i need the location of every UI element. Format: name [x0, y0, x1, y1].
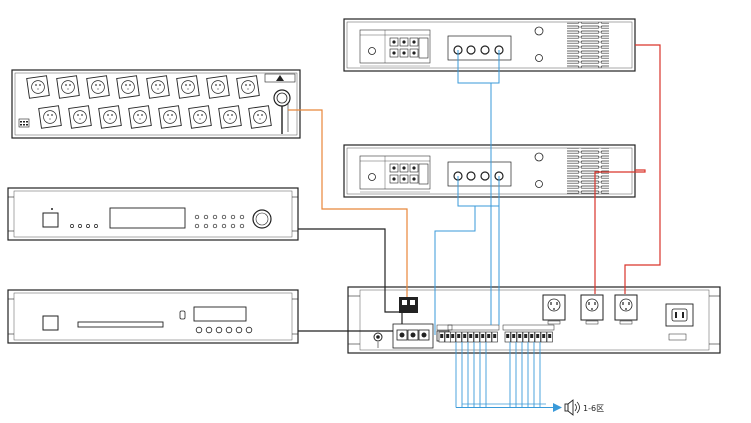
- power-outlet-icon: [188, 105, 212, 129]
- amp-top-input-block: [359, 29, 431, 64]
- cd-power-button: [42, 315, 59, 331]
- cd-player-unit: [7, 289, 299, 344]
- zone-output-indicator: 1-6区: [553, 399, 604, 416]
- wire-orange-strip-to-controller: [288, 109, 408, 297]
- controller-zone-terminals: [436, 324, 555, 343]
- strip-indicator-panel: [18, 118, 30, 128]
- power-outlet-icon: [38, 105, 62, 129]
- power-outlet-icon: [128, 105, 152, 129]
- wire-red-amp-top-to-controller: [624, 44, 661, 294]
- strip-breaker-switch: [264, 73, 296, 134]
- amplifier-bottom: [343, 144, 636, 198]
- amp-bottom-input-block: [359, 155, 431, 190]
- amp-bottom-fuse-holder: [535, 180, 543, 188]
- cd-display: [193, 306, 247, 322]
- amp-bottom-power-indicator: [534, 152, 544, 162]
- zone-label: 1-6区: [583, 404, 604, 413]
- zone-output-wiring: [455, 342, 553, 408]
- zone-arrow: [553, 403, 562, 412]
- wire-blue-amp-top-loop: [457, 50, 500, 84]
- controller-ac-outlets: [542, 294, 638, 325]
- cd-disc-slot: [77, 321, 164, 328]
- power-inlet-icon: [665, 303, 694, 341]
- amplifier-top: [343, 18, 636, 72]
- wire-blue-amp-bottom-left: [434, 206, 476, 335]
- power-outlet-icon: [68, 105, 92, 129]
- power-outlet-icon: [176, 75, 200, 99]
- tuner-volume-knob: [252, 209, 272, 229]
- wire-blue-amp-bottom-loop: [457, 176, 500, 207]
- power-outlet-icon: [56, 75, 80, 99]
- power-outlet-icon: [146, 75, 170, 99]
- amp-top-power-indicator: [534, 26, 544, 36]
- tuner-display: [109, 207, 186, 229]
- power-outlet-icon: [116, 75, 140, 99]
- power-strip: [11, 69, 301, 139]
- tuner-unit: [7, 187, 299, 241]
- wiring: [288, 44, 661, 335]
- power-outlet-icon: [580, 294, 604, 325]
- power-outlet-icon: [236, 75, 260, 99]
- controller-ground-post: [373, 332, 383, 348]
- wire-black-tuner-to-controller: [298, 228, 403, 324]
- power-outlet-icon: [86, 75, 110, 99]
- wire-red-amp-bottom-to-controller: [594, 169, 646, 294]
- amp-top-fuse-holder: [535, 54, 543, 62]
- power-outlet-icon: [248, 105, 272, 129]
- power-outlet-icon: [98, 105, 122, 129]
- controller-phoenix-connector: [399, 297, 418, 313]
- power-outlet-icon: [614, 294, 638, 325]
- tuner-power-button: [42, 212, 59, 228]
- power-outlet-icon: [542, 294, 566, 325]
- power-outlet-icon: [218, 105, 242, 129]
- power-outlet-icon: [26, 75, 50, 99]
- power-outlet-icon: [206, 75, 230, 99]
- amp-bottom-vent-grille: [567, 148, 609, 194]
- power-outlet-icon: [158, 105, 182, 129]
- controller-rca-inputs: [392, 323, 434, 349]
- speaker-icon: [564, 399, 580, 416]
- amp-top-vent-grille: [567, 22, 609, 68]
